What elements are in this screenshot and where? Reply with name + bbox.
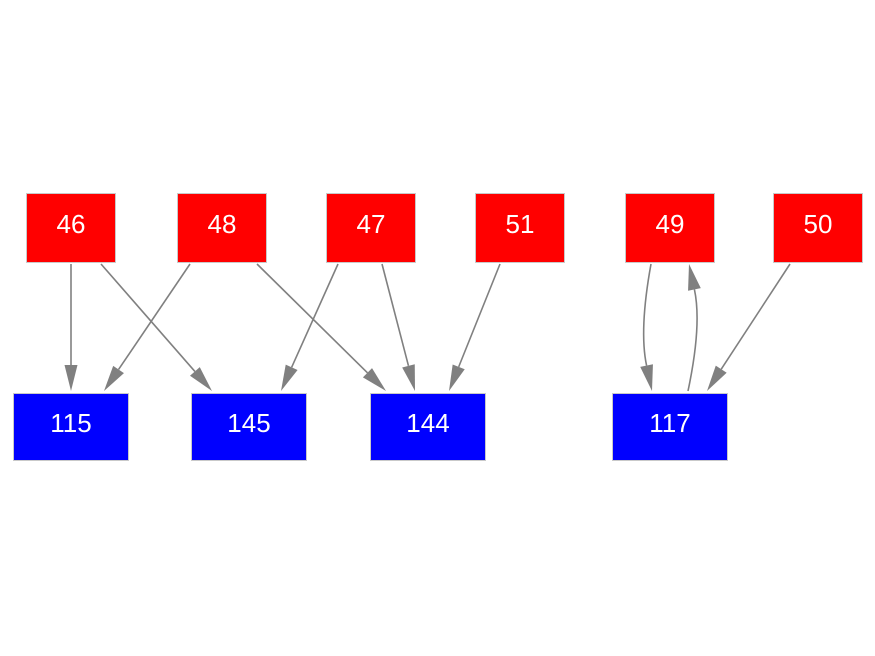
edge-line [642,263,652,366]
graph-node-48[interactable]: 48 [177,193,267,263]
graph-edge-117-to-49 [687,264,701,392]
arrowhead-icon [64,365,78,391]
graph-node-49[interactable]: 49 [625,193,715,263]
graph-edge-48-to-115 [104,263,191,391]
node-label: 47 [356,209,386,239]
node-label: 115 [50,408,92,438]
edge-line [381,263,410,367]
graph-node-145[interactable]: 145 [191,393,307,461]
arrowhead-icon [449,364,465,391]
node-label: 117 [649,408,691,438]
arrowhead-icon [640,364,653,391]
arrowhead-icon [362,368,386,391]
node-label: 51 [505,209,535,239]
edge-line [457,263,501,368]
graph-node-50[interactable]: 50 [773,193,863,263]
graph-edge-47-to-144 [381,263,415,391]
arrowhead-icon [104,365,124,391]
graph-node-51[interactable]: 51 [475,193,565,263]
edge-line [720,263,791,370]
graph-node-144[interactable]: 144 [370,393,486,461]
arrowhead-icon [402,364,415,391]
graph-edge-51-to-144 [449,263,501,391]
edge-line [256,263,369,374]
node-label: 49 [655,209,685,239]
graph-edge-46-to-145 [100,263,212,391]
arrowhead-icon [707,365,727,391]
edge-line [117,263,191,370]
node-label: 145 [227,408,271,438]
graph-edge-50-to-117 [707,263,791,391]
node-label: 46 [56,209,86,239]
graph-node-46[interactable]: 46 [26,193,116,263]
graph-node-117[interactable]: 117 [612,393,728,461]
node-label: 144 [406,408,450,438]
graph-edge-47-to-145 [281,263,339,391]
arrowhead-icon [688,264,701,291]
graph-edge-46-to-115 [64,264,78,391]
node-label: 50 [803,209,833,239]
node-label: 48 [207,209,237,239]
graph-edge-49-to-117 [640,263,653,391]
edge-line [100,263,196,372]
arrowhead-icon [189,367,212,391]
graph-node-47[interactable]: 47 [326,193,416,263]
graph-edge-48-to-144 [256,263,386,391]
graph-node-115[interactable]: 115 [13,393,129,461]
edge-line [687,289,698,392]
arrowhead-icon [281,364,298,391]
edge-line [290,263,339,368]
